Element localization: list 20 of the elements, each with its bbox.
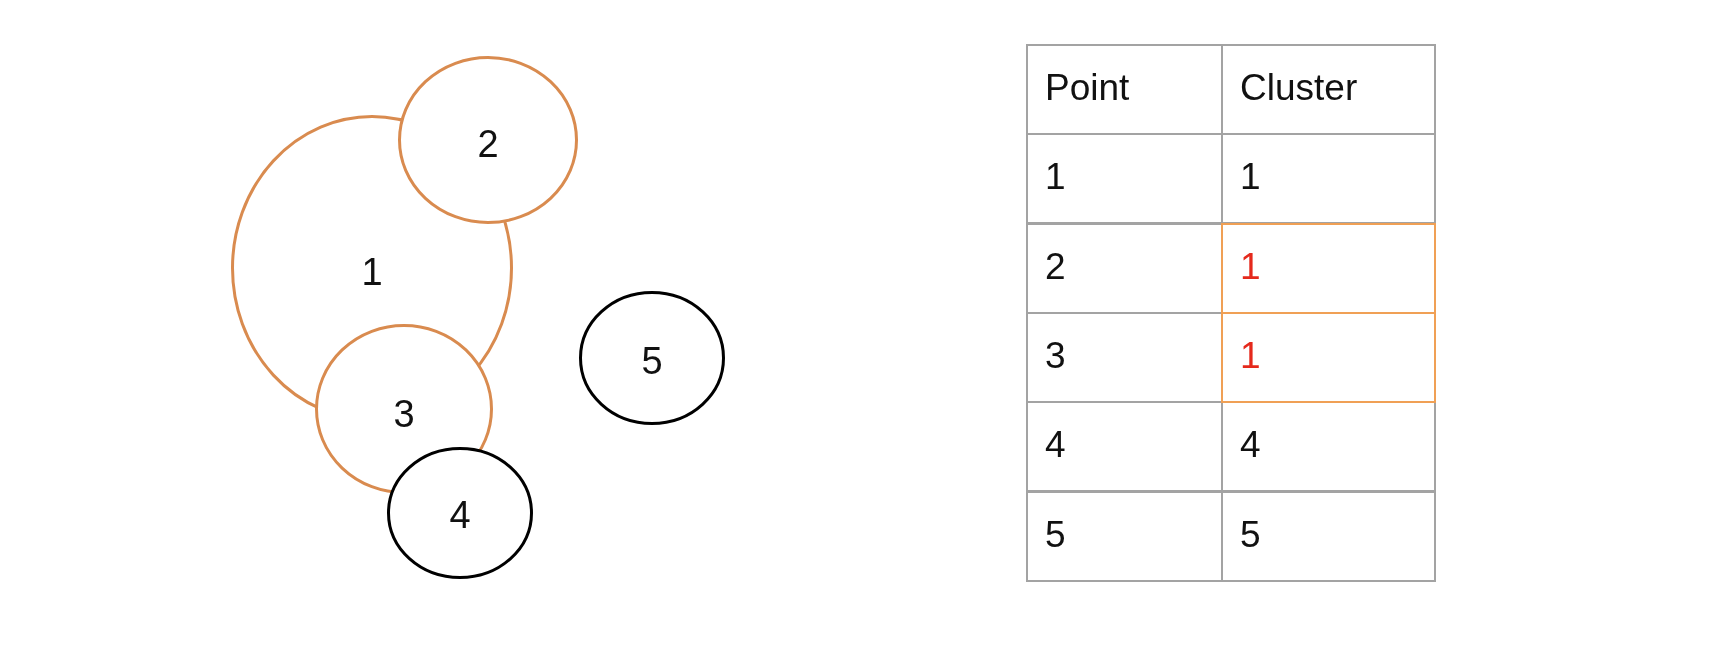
point-number: 5 — [641, 342, 663, 380]
table-cell: 2 — [1026, 223, 1223, 314]
table-cell: 5 — [1221, 491, 1436, 582]
point-number: 3 — [393, 395, 415, 433]
point-circle — [387, 447, 533, 579]
point-number: 4 — [449, 496, 471, 534]
point-circle — [579, 291, 725, 425]
header-cell: Point — [1026, 44, 1223, 135]
point-number: 1 — [361, 253, 383, 291]
table-cell: 1 — [1221, 133, 1436, 224]
point-number: 2 — [477, 125, 499, 163]
table-cell: 1 — [1221, 223, 1436, 314]
table-cell: 1 — [1026, 133, 1223, 224]
table-cell: 5 — [1026, 491, 1223, 582]
point-circle — [315, 324, 493, 494]
header-cell: Cluster — [1221, 44, 1436, 135]
point-circle — [398, 56, 578, 224]
table-cell: 1 — [1221, 312, 1436, 403]
table-cell: 4 — [1221, 401, 1436, 492]
table-cell: 4 — [1026, 401, 1223, 492]
